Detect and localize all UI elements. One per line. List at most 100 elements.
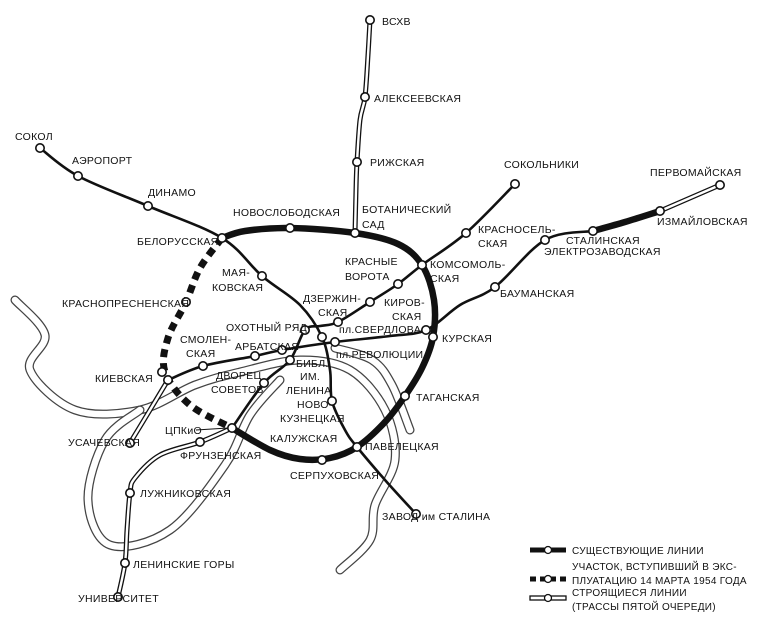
ring-line-existing (218, 224, 439, 464)
station-krasnopresnenskaya[interactable] (181, 296, 192, 307)
legend-label: ПЛУАТАЦИЮ 14 МАРТА 1954 ГОДА (572, 576, 747, 587)
station-sverdlova[interactable] (316, 331, 327, 342)
station-label-elektrozavodskaya: ЭЛЕКТРОЗАВОДСКАЯ (544, 246, 661, 258)
station-label-dvorets-sovetov: ДВОРЕЦ (216, 370, 262, 382)
station-vskhv[interactable] (364, 15, 375, 25)
line-rizhskaya-construction-inner (353, 18, 372, 235)
station-label-botanicheskiy: САД (362, 219, 385, 231)
station-kievskaya[interactable] (163, 374, 174, 385)
station-tspkio[interactable] (227, 422, 238, 433)
rivers (10, 295, 415, 575)
legend-station-icon (543, 545, 553, 555)
line-arbatskaya-thick (589, 207, 664, 235)
station-revolyutsii[interactable] (329, 336, 340, 347)
station-marker (157, 366, 168, 377)
station-maiakovskaya[interactable] (256, 270, 267, 281)
station-marker (250, 350, 261, 361)
station-botanicheskiy[interactable] (349, 228, 360, 239)
station-label-kievskaya: КИЕВСКАЯ (95, 373, 153, 385)
station-dzerzhinskaya[interactable] (332, 316, 343, 327)
station-dvorets-sovetov[interactable] (258, 377, 269, 388)
station-label-izmailovskaya: ИЗМАЙЛОВСКАЯ (657, 215, 748, 228)
station-label-pervomaiskaya: ПЕРВОМАЙСКАЯ (650, 166, 742, 179)
station-sokol[interactable] (34, 143, 45, 154)
station-arbatskaya[interactable] (276, 344, 287, 355)
station-label-dinamo: ДИНАМО (148, 187, 196, 199)
river-water (84, 376, 284, 550)
station-label-krasnye-vorota: КРАСНЫЕ (345, 256, 398, 268)
station-baumanskaya[interactable] (489, 281, 500, 292)
station-label-baumanskaya: БАУМАНСКАЯ (500, 288, 575, 300)
station-smolenskaya[interactable] (198, 360, 209, 371)
station-label-okhotny-ryad: ОХОТНЫЙ РЯД (226, 321, 307, 334)
station-paveletskaya[interactable] (351, 441, 362, 452)
station-label-sokol: СОКОЛ (15, 131, 53, 143)
legend-station-icon (543, 574, 553, 584)
legend-label: (ТРАССЫ ПЯТОЙ ОЧЕРЕДИ) (572, 600, 716, 613)
legend-item-construction: СТРОЯЩИЕСЯ ЛИНИИ(ТРАССЫ ПЯТОЙ ОЧЕРЕДИ) (529, 588, 716, 613)
station-label-frunzenskaya: ФРУНЗЕНСКАЯ (180, 450, 262, 462)
station-label-serpukhovskaya: СЕРПУХОВСКАЯ (290, 470, 379, 482)
legend: СУЩЕСТВУЮЩИЕ ЛИНИИ УЧАСТОК, ВСТУПИВШИЙ В … (529, 545, 747, 613)
station-taganskaya[interactable] (399, 390, 410, 401)
station-label-sokolniki: СОКОЛЬНИКИ (504, 159, 579, 171)
station-serpukhovskaya[interactable] (316, 454, 327, 465)
legend-item-opened: УЧАСТОК, ВСТУПИВШИЙ В ЭКС- ПЛУАТАЦИЮ 14 М… (530, 560, 747, 587)
station-label-zavod-stalina: ЗАВОД им СТАЛИНА (382, 511, 490, 523)
station-label-tspkio: ЦПКиО (165, 425, 202, 437)
station-okhotny-ryad[interactable] (299, 324, 310, 335)
station-pervomaiskaya[interactable] (714, 180, 725, 191)
station-label-komsomolskaya: КОМСОМОЛЬ- (430, 259, 506, 271)
legend-label: УЧАСТОК, ВСТУПИВШИЙ В ЭКС- (572, 560, 737, 573)
station-leninskie-gory[interactable] (120, 557, 131, 568)
station-label-luzhnikovskaya: ЛУЖНИКОВСКАЯ (140, 488, 231, 500)
station-label-alekseevskaya: АЛЕКСЕЕВСКАЯ (374, 93, 461, 105)
station-label-stalinskaya: СТАЛИНСКАЯ (566, 235, 640, 247)
station-frunzenskaya[interactable] (195, 436, 206, 447)
station-sokolniki[interactable] (509, 179, 520, 190)
station-rizhskaya[interactable] (351, 157, 362, 168)
station-alekseevskaya[interactable] (359, 92, 370, 103)
line-arbatskaya (166, 229, 595, 382)
station-marker (284, 223, 295, 234)
station-label-dvorets-sovetov: СОВЕТОВ (211, 384, 264, 396)
station-label-smolenskaya: СМОЛЕН- (180, 334, 232, 346)
label-leader (195, 427, 229, 431)
station-label-krasnopresnenskaya: КРАСНОПРЕСНЕНСКАЯ (62, 298, 189, 310)
station-label-kaluzhskaya: КАЛУЖСКАЯ (270, 433, 337, 445)
station-kurskaya[interactable] (427, 331, 438, 342)
station-usachevskaya[interactable] (125, 437, 136, 448)
station-universitet[interactable] (113, 591, 124, 602)
station-label-komsomolskaya: СКАЯ (430, 273, 460, 285)
station-label-novokuznetskaya: НОВО- (297, 399, 333, 411)
station-zavod-stalina[interactable] (410, 508, 421, 519)
station-label-biblioteka: ИМ. (300, 371, 320, 383)
station-kirovskaya[interactable] (364, 296, 375, 307)
station-krasnoselskaya[interactable] (460, 228, 471, 239)
station-komsomolskaya[interactable] (416, 259, 427, 270)
station-novokuznetskaya[interactable] (326, 395, 337, 406)
station-marker (420, 324, 431, 335)
station-luzhnikovskaya[interactable] (125, 487, 136, 498)
station-belorusskaya[interactable] (217, 233, 228, 244)
legend-label: СУЩЕСТВУЮЩИЕ ЛИНИИ (572, 546, 704, 557)
station-label-kirovskaya: КИРОВ- (384, 297, 425, 309)
station-label-biblioteka: ЛЕНИНА (286, 385, 331, 397)
station-stalinskaya[interactable] (587, 226, 598, 237)
legend-label: СТРОЯЩИЕСЯ ЛИНИИ (572, 588, 687, 599)
station-izmailovskaya[interactable] (654, 206, 665, 217)
river-water (331, 344, 414, 434)
station-dinamo[interactable] (143, 201, 154, 212)
station-label-sverdlova: пл.СВЕРДЛОВА (339, 324, 421, 336)
station-label-smolenskaya: СКАЯ (186, 348, 216, 360)
station-label-dzerzhinskaya: ДЗЕРЖИН- (303, 293, 361, 305)
station-label-paveletskaya: ПАВЕЛЕЦКАЯ (365, 441, 439, 453)
station-krasnye-vorota[interactable] (392, 278, 403, 289)
station-elektrozavodskaya[interactable] (539, 235, 550, 246)
station-labels: СОКОЛАЭРОПОРТДИНАМОБЕЛОРУССКАЯНОВОСЛОБОД… (15, 16, 748, 605)
station-biblioteka[interactable] (284, 354, 295, 365)
station-aeroport[interactable] (73, 171, 84, 182)
station-label-kirovskaya: СКАЯ (392, 311, 422, 323)
station-label-belorusskaya: БЕЛОРУССКАЯ (137, 236, 219, 248)
